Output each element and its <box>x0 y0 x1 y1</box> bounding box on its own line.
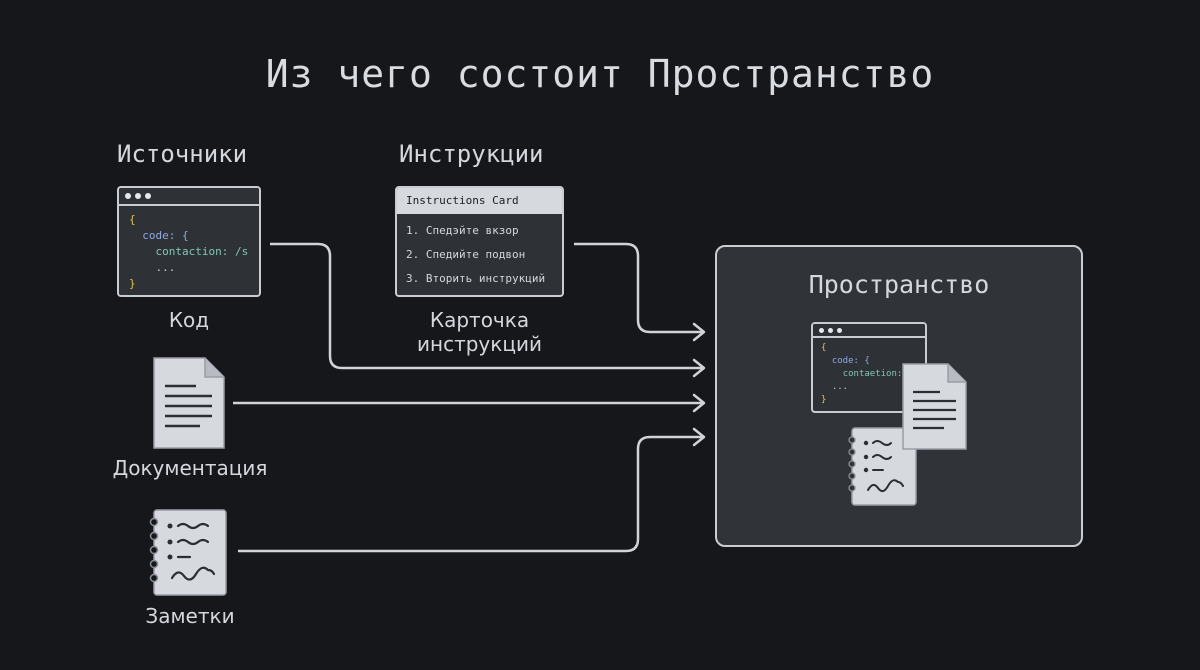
code-caption: Код <box>168 308 210 332</box>
instructions-caption: Карточка инструкций <box>395 308 564 356</box>
code-line-5: } <box>129 277 136 290</box>
arrow-icon <box>692 322 706 447</box>
code-line-4: ... <box>155 261 176 274</box>
code-line-1: { <box>129 213 136 226</box>
diagram-title: Из чего состоит Пространство <box>265 52 935 96</box>
notepad-icon <box>149 509 227 596</box>
connector-instructions <box>574 242 702 334</box>
space-code-line-5: } <box>821 395 827 405</box>
connector-notes <box>238 435 702 553</box>
instructions-caption-line2: инструкций <box>417 332 542 356</box>
notes-caption: Заметки <box>145 604 235 628</box>
instruction-item: 2. Спедийте подвон <box>406 248 526 261</box>
instruction-item: 1. Спедэйте вкзор <box>406 224 519 237</box>
space-code-line-4: ... <box>831 382 849 392</box>
space-code-line-3: contaetion: <box>842 369 903 379</box>
sources-label: Источники <box>117 140 248 168</box>
instructions-card-header: Instructions Card <box>397 188 562 214</box>
document-icon <box>153 357 225 449</box>
instruction-item: 3. Вторить инструкций <box>406 272 546 285</box>
code-line-3: contaction: /s <box>155 245 249 258</box>
instructions-label: Инструкции <box>399 140 544 168</box>
code-window-icon: { code: { contaction: /s ... } <box>117 186 261 297</box>
instructions-card: Instructions Card 1. Спедэйте вкзор 2. С… <box>395 186 564 297</box>
code-line-2: code: { <box>142 229 189 242</box>
instructions-caption-line1: Карточка <box>429 308 530 332</box>
docs-caption: Документация <box>112 456 268 480</box>
space-title: Пространство <box>808 270 990 299</box>
space-code-line-2: code: { <box>831 356 870 366</box>
space-code-window-icon: { code: { contaetion: ... } <box>811 322 927 413</box>
space-code-line-1: { <box>821 343 827 353</box>
